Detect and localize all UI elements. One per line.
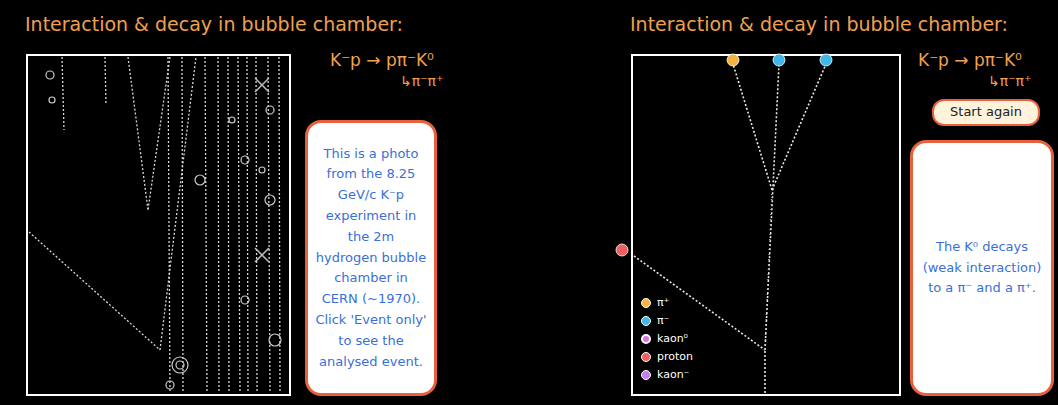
- decay-formula: ↳π⁻π⁺: [988, 73, 1031, 89]
- decay-formula: ↳π⁻π⁺: [400, 73, 443, 89]
- page-title: Interaction & decay in bubble chamber:: [25, 13, 403, 35]
- legend-swatch: [641, 298, 651, 308]
- info-box: The K⁰ decays (weak interaction) to a π⁻…: [910, 140, 1054, 396]
- legend-label: π⁺: [657, 296, 669, 309]
- legend-label: kaon⁰: [657, 332, 688, 345]
- event-tracks: [634, 64, 826, 393]
- legend-swatch: [641, 334, 651, 344]
- page-title: Interaction & decay in bubble chamber:: [630, 13, 1008, 35]
- photo-tracks: [29, 57, 280, 393]
- info-text: The K⁰ decays (weak interaction) to a π⁻…: [922, 237, 1042, 299]
- reaction-formula: K⁻p → pπ⁻K⁰: [918, 50, 1022, 70]
- legend-entry: kaon⁰: [641, 332, 688, 345]
- legend-swatch: [641, 316, 651, 326]
- button-label: Start again: [940, 104, 1032, 121]
- info-text: This is a photo from the 8.25 GeV/c K⁻p …: [315, 144, 427, 373]
- legend-entry: π⁻: [641, 314, 669, 327]
- legend-entry: π⁺: [641, 296, 669, 309]
- start-again-button: Start again: [932, 99, 1040, 126]
- fiducial-crosses: [255, 78, 269, 262]
- legend-label: π⁻: [657, 314, 669, 327]
- legend-label: kaon⁻: [657, 368, 689, 381]
- legend-label: proton: [657, 350, 693, 363]
- particle-markers: [616, 54, 832, 256]
- event-frame: [632, 55, 900, 395]
- legend-entry: kaon⁻: [641, 368, 689, 381]
- legend-swatch: [641, 352, 651, 362]
- legend-entry: proton: [641, 350, 693, 363]
- photo-frame: [27, 55, 290, 395]
- neutral-kaon-path: [765, 190, 772, 350]
- reaction-formula: K⁻p → pπ⁻K⁰: [330, 50, 434, 70]
- legend-swatch: [641, 370, 651, 380]
- photo-spirals: [46, 71, 281, 389]
- info-box: This is a photo from the 8.25 GeV/c K⁻p …: [305, 120, 437, 396]
